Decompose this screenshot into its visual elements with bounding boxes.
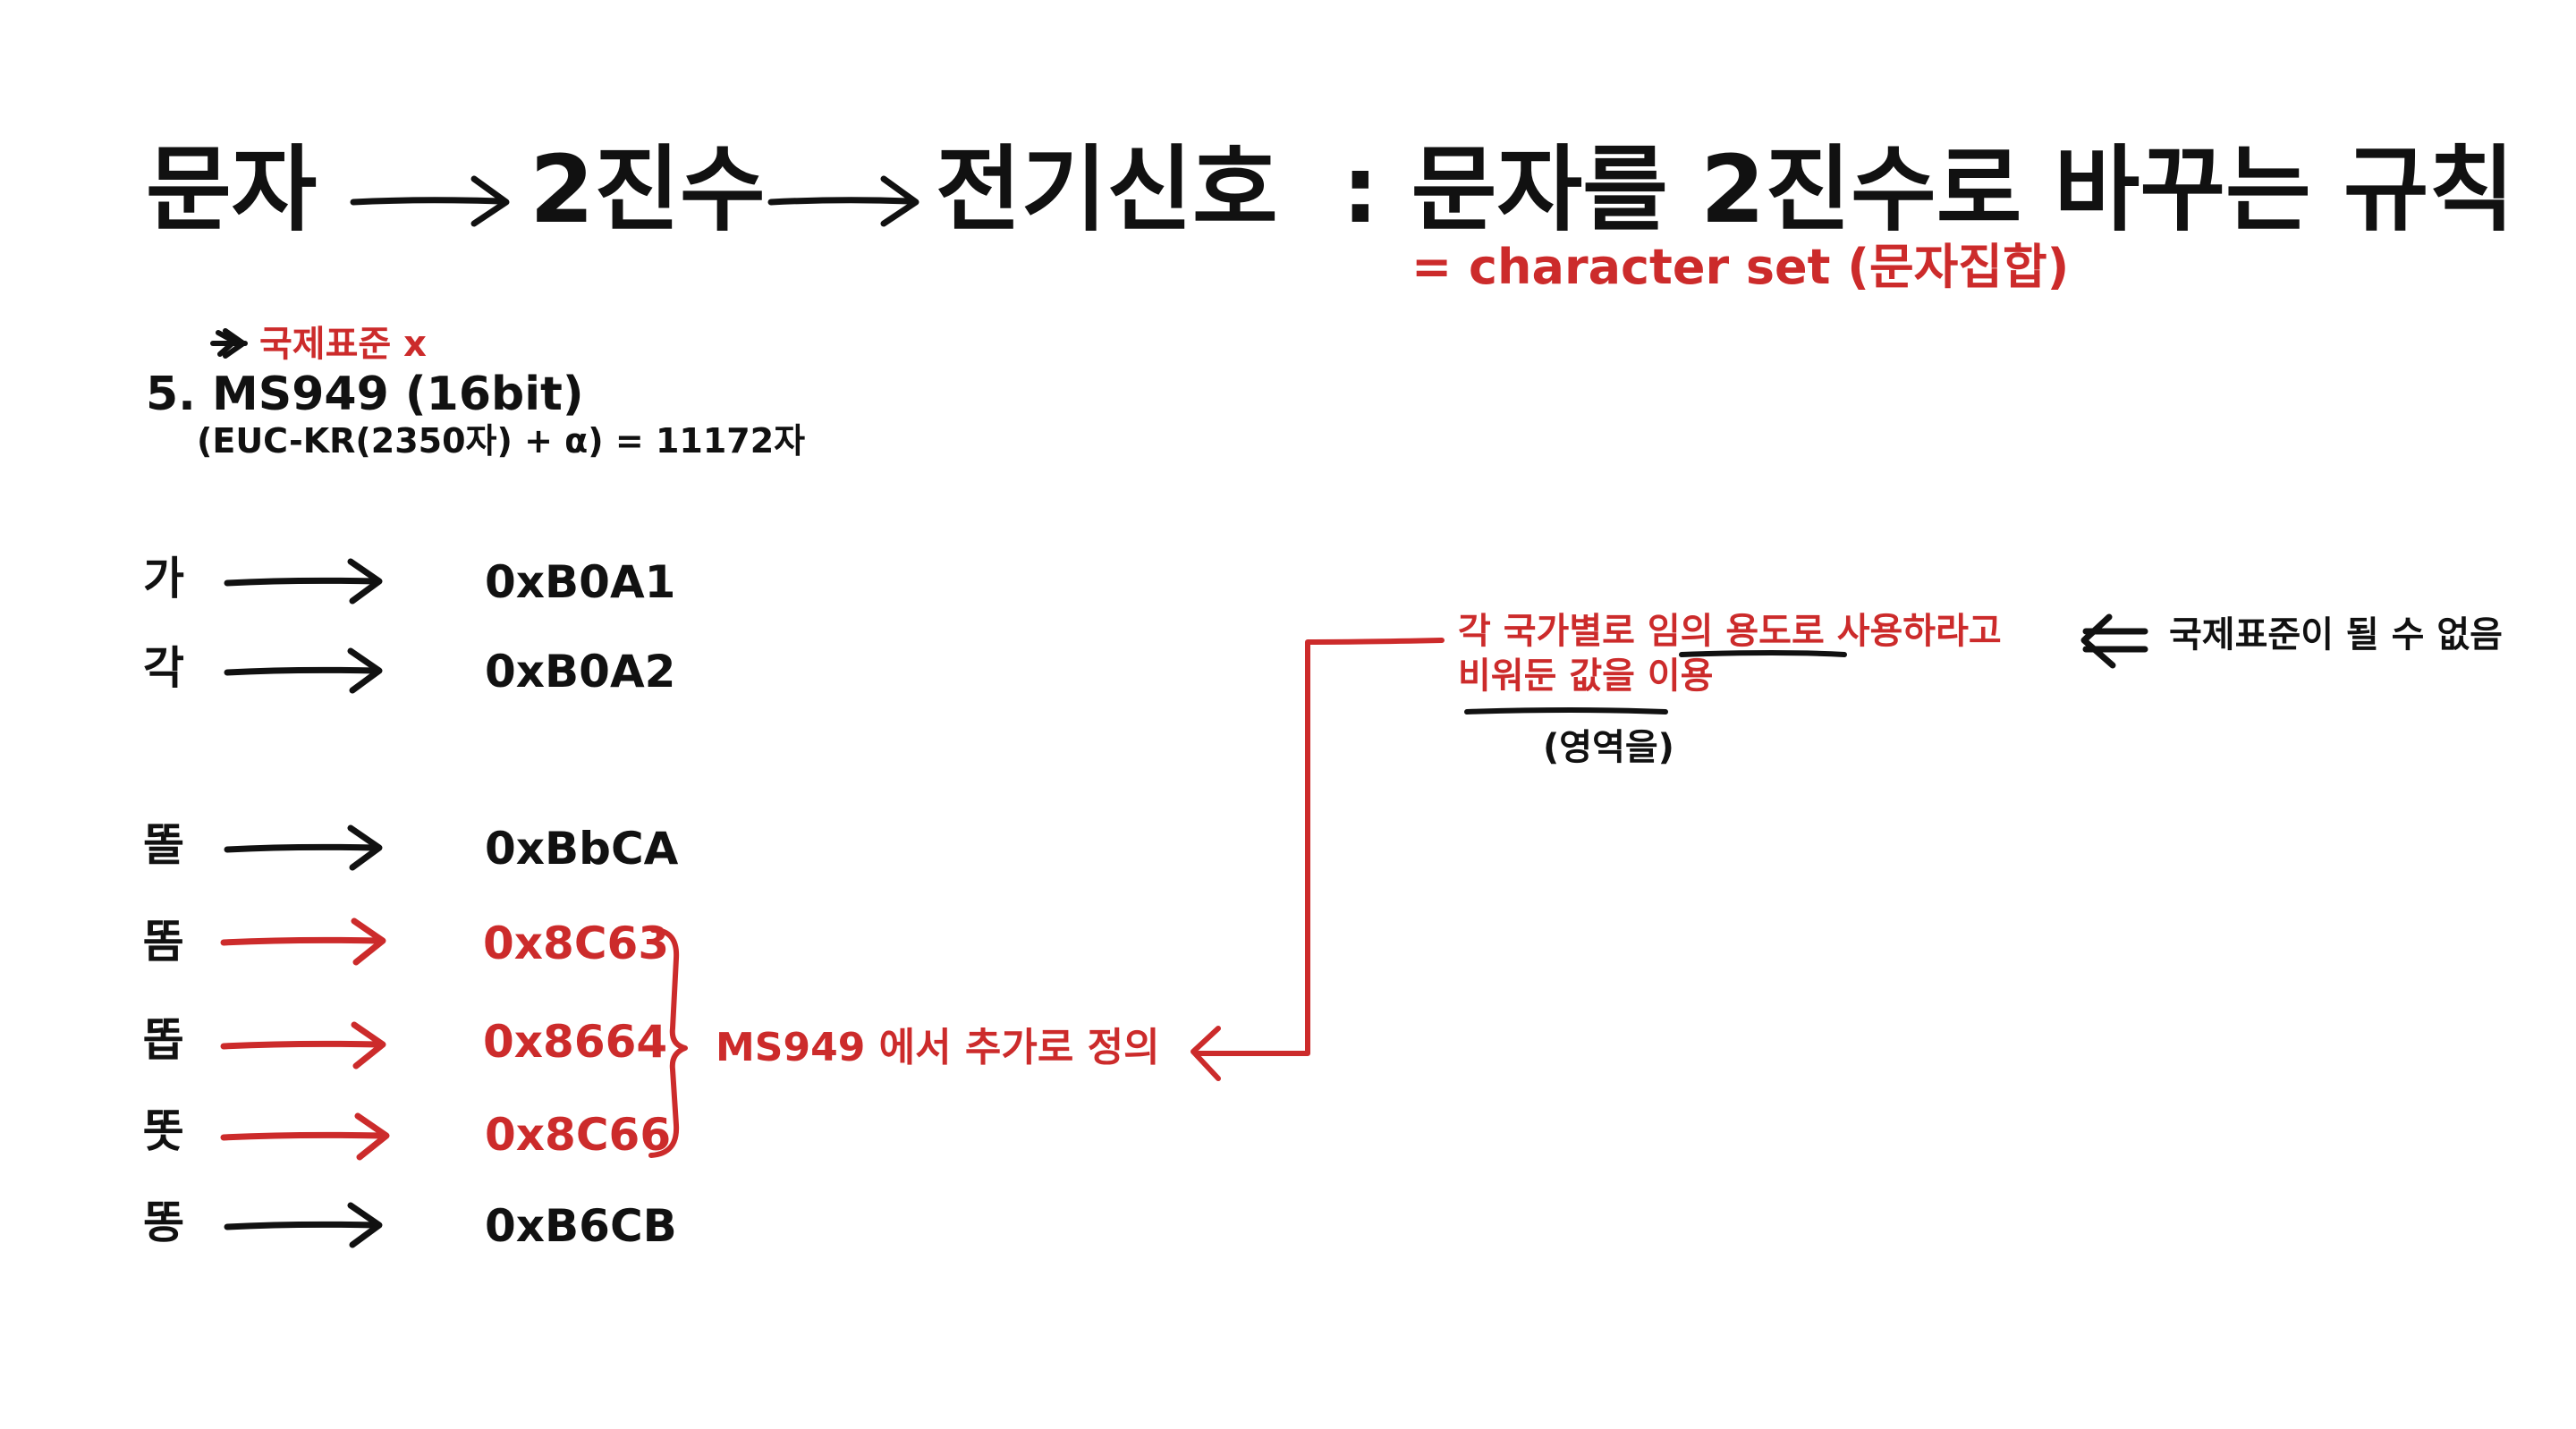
reserved-values-line2: 비워둔 값을 이용: [1458, 655, 1714, 697]
title-word-signal: 전기신호: [936, 135, 1278, 244]
reserved-area-label: (영역을): [1543, 727, 1674, 768]
mapping-arrow-ttop: [220, 1021, 386, 1070]
mapping-arrow-ttot: [220, 1112, 390, 1161]
mapping-arrow-ttol: [224, 824, 383, 871]
section-heading: 5. MS949 (16bit): [146, 368, 584, 421]
mapping-char-ttom: 똠: [143, 916, 184, 968]
mapping-code-ttol: 0xBbCA: [485, 823, 679, 875]
subtitle-character-set: = character set (문자집합): [1411, 239, 2070, 295]
mapping-arrow-ga: [224, 558, 383, 605]
reserved-values-line1: 각 국가별로 임의 용도로 사용하라고: [1458, 611, 2002, 652]
mapping-arrow-gak: [224, 647, 383, 694]
ms949-added-label: MS949 에서 추가로 정의: [716, 1025, 1160, 1070]
mapping-code-ttop: 0x8664: [483, 1016, 668, 1068]
title-rule: : 문자를 2진수로 바꾸는 규칙: [1342, 135, 2515, 244]
connector-reserved-to-ms949: [1191, 638, 1445, 1081]
underline-arbitrary-use: [1679, 650, 1847, 657]
mapping-char-ttol: 똘: [143, 819, 184, 871]
mapping-char-ga: 가: [143, 553, 184, 605]
mapping-arrow-ttong: [224, 1202, 383, 1248]
mapping-char-ttong: 똥: [143, 1196, 184, 1248]
title-arrow-1: [350, 175, 510, 227]
brace-added-codes: [648, 927, 688, 1158]
mapping-char-gak: 각: [143, 642, 184, 694]
mapping-code-ttom: 0x8C63: [483, 917, 670, 969]
mapping-arrow-ttom: [220, 917, 386, 966]
title-arrow-2: [767, 175, 919, 227]
underline-reserved-value: [1464, 707, 1668, 714]
title-word-binary: 2진수: [530, 135, 766, 244]
title-word-character: 문자: [146, 135, 318, 244]
mapping-char-ttot: 똣: [143, 1105, 184, 1157]
not-standard-arrow: [2080, 613, 2148, 669]
note-arrow: [210, 328, 248, 359]
mapping-code-ttong: 0xB6CB: [485, 1200, 677, 1252]
mapping-code-gak: 0xB0A2: [485, 646, 676, 698]
note-not-international: 국제표준 x: [259, 324, 427, 365]
mapping-code-ga: 0xB0A1: [485, 556, 676, 608]
section-subheading: (EUC-KR(2350자) + α) = 11172자: [197, 421, 806, 461]
mapping-code-ttot: 0x8C66: [485, 1109, 672, 1161]
mapping-char-ttop: 똡: [143, 1014, 184, 1066]
not-standard-label: 국제표준이 될 수 없음: [2169, 614, 2503, 655]
